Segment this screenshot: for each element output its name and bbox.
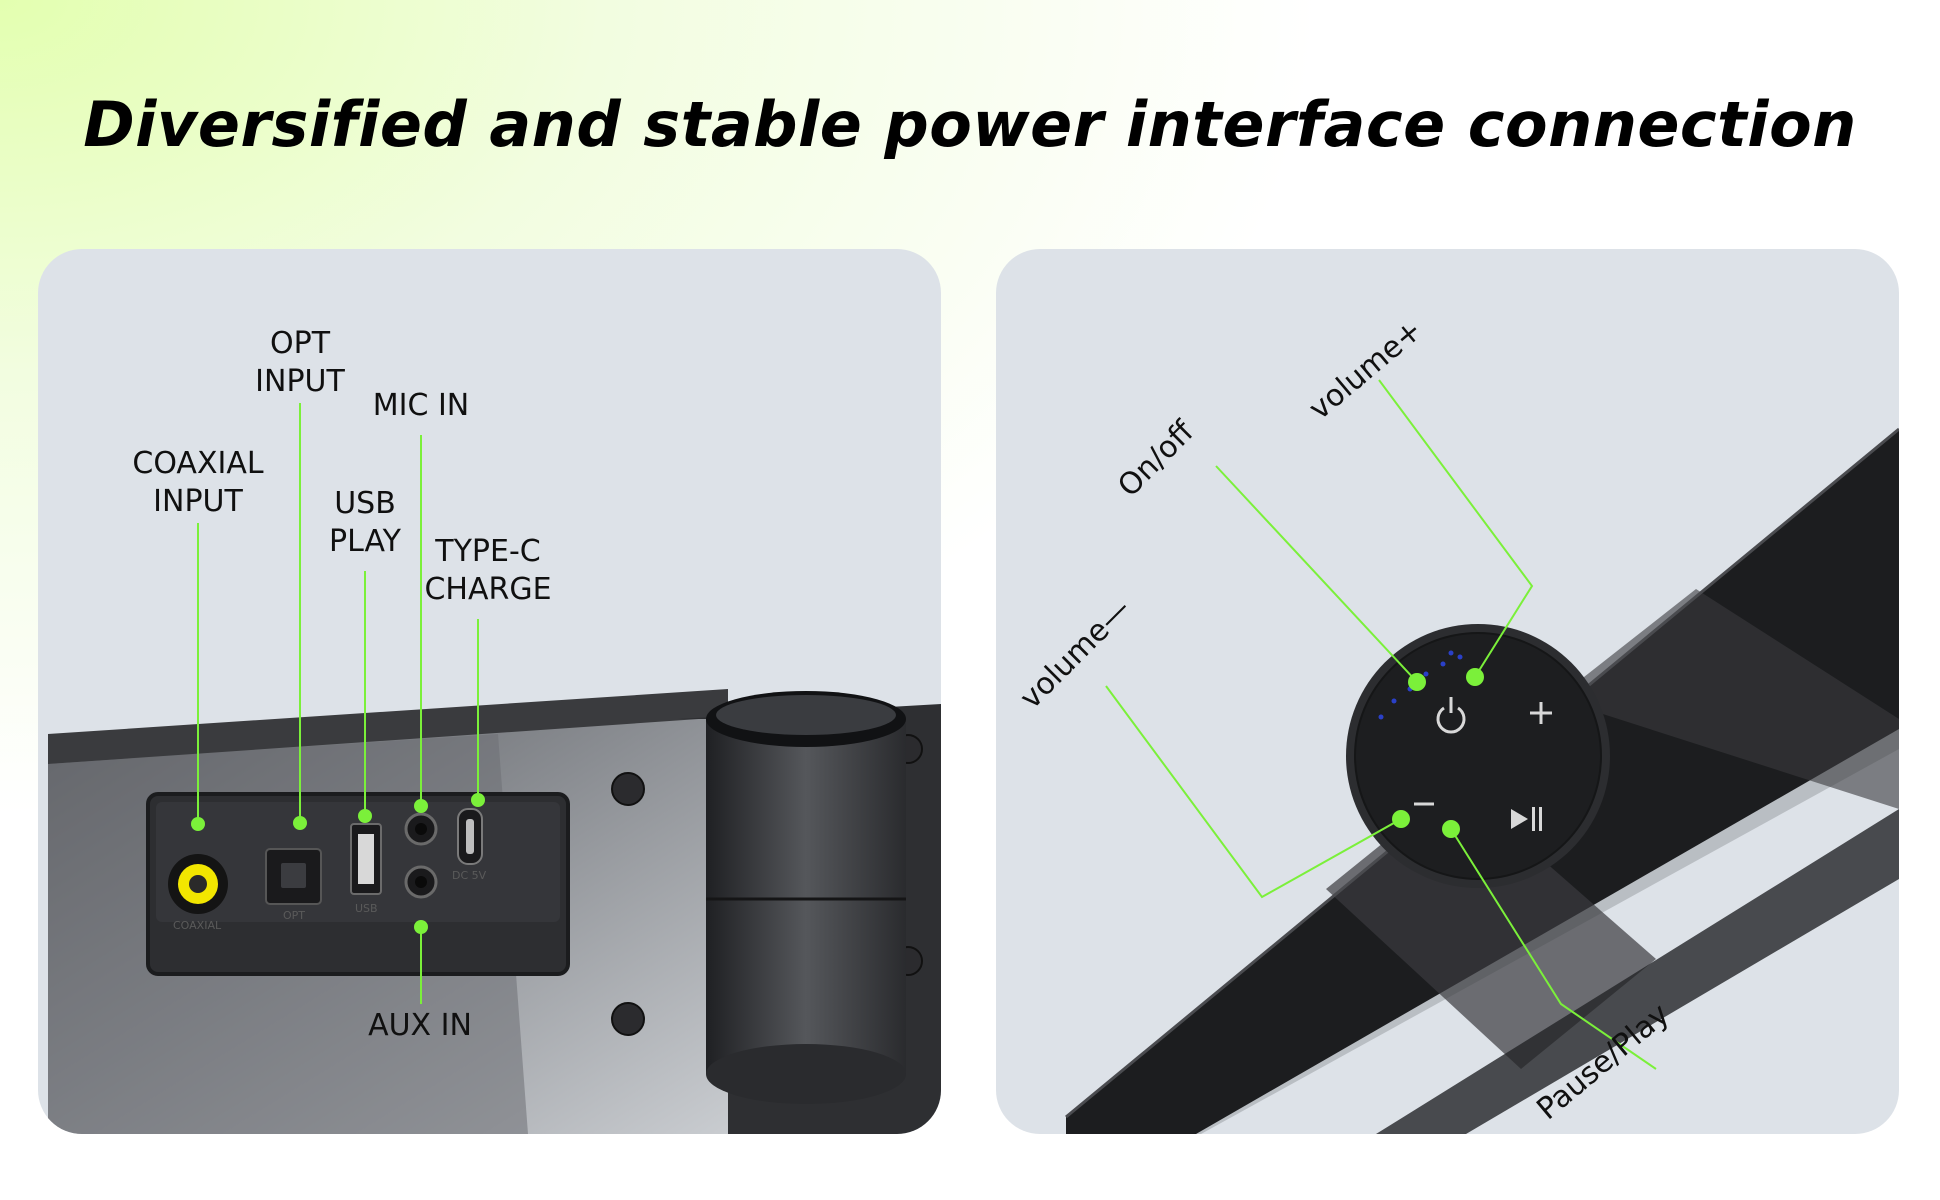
soundbar-controls-illustration <box>1065 379 1899 1134</box>
power-icon <box>1436 697 1466 734</box>
label-aux-in: AUX IN <box>368 1008 472 1043</box>
label-type-c-charge: TYPE-C CHARGE <box>424 534 552 607</box>
control-cylinder <box>706 719 906 1074</box>
play-pause-icon <box>1511 807 1542 831</box>
label-mic-in: MIC IN <box>372 388 470 423</box>
dc-caption: DC 5V <box>452 869 487 882</box>
coaxial-caption: COAXIAL <box>173 919 222 932</box>
plus-icon <box>1530 702 1552 724</box>
usb-caption: USB <box>355 902 378 915</box>
soundbar-top-edge <box>48 689 728 769</box>
controls-panel: On/off volume+ volume— Pause/Play <box>996 249 1899 1134</box>
ports-panel: COAXIAL OPT USB DC 5V COAXIAL INPUT OPT … <box>38 249 941 1134</box>
screw-icon <box>611 772 645 806</box>
label-coaxial-input: COAXIAL INPUT <box>132 446 264 519</box>
page-title: Diversified and stable power interface c… <box>83 88 1857 161</box>
screw-icon <box>611 1002 645 1036</box>
label-opt-input: OPT INPUT <box>255 326 345 399</box>
soundbar-ports-illustration: COAXIAL OPT USB DC 5V <box>48 403 941 1134</box>
opt-caption: OPT <box>283 909 305 922</box>
led-indicator-icon <box>1378 650 1463 720</box>
label-usb-play: USB PLAY <box>328 486 401 559</box>
